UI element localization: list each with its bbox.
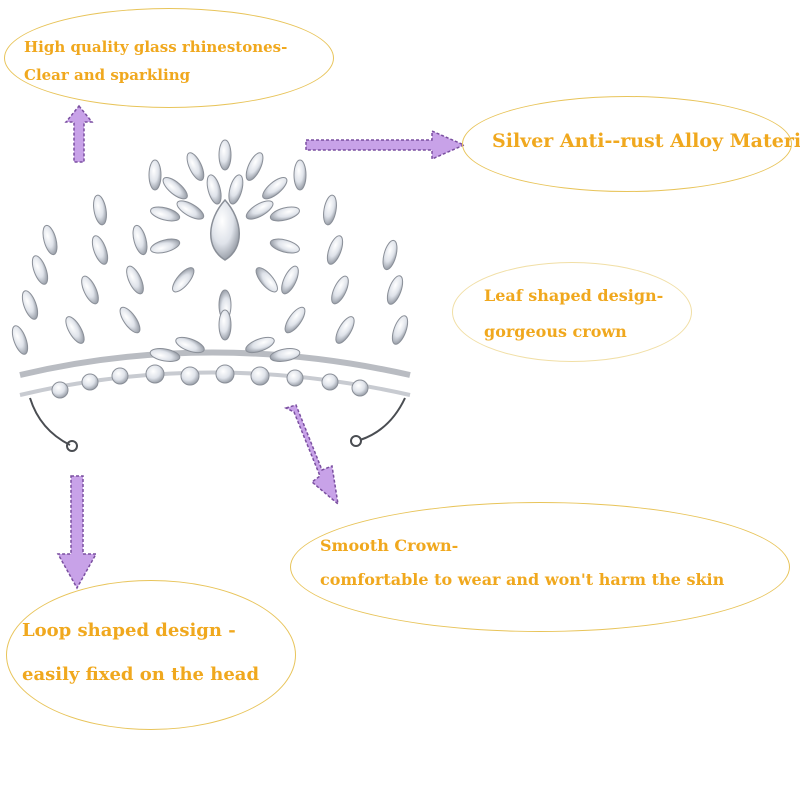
arrow-up-icon: [64, 104, 94, 163]
callout-smooth: [290, 502, 790, 632]
arrow-down-right-icon: [283, 404, 340, 506]
callout-loop-line2: easily fixed on the head: [22, 664, 260, 685]
callout-material-line1: Silver Anti--rust Alloy Material: [492, 130, 800, 152]
crown: [8, 139, 412, 452]
callout-loop: [6, 580, 296, 730]
callout-rhinestones-line1: High quality glass rhinestones-: [24, 38, 288, 56]
callout-leaf-line1: Leaf shaped design-: [484, 286, 664, 305]
callout-rhinestones-line2: Clear and sparkling: [24, 66, 191, 84]
callout-loop-line1: Loop shaped design -: [22, 620, 236, 641]
callout-material: [462, 96, 792, 192]
callout-rhinestones: [4, 8, 334, 108]
callout-smooth-line1: Smooth Crown-: [320, 536, 459, 555]
callout-leaf-line2: gorgeous crown: [484, 322, 627, 341]
callout-smooth-line2: comfortable to wear and won't harm the s…: [320, 570, 725, 589]
arrow-down-icon: [56, 475, 98, 590]
arrow-right-icon: [305, 129, 466, 161]
callout-leaf: [452, 262, 692, 362]
